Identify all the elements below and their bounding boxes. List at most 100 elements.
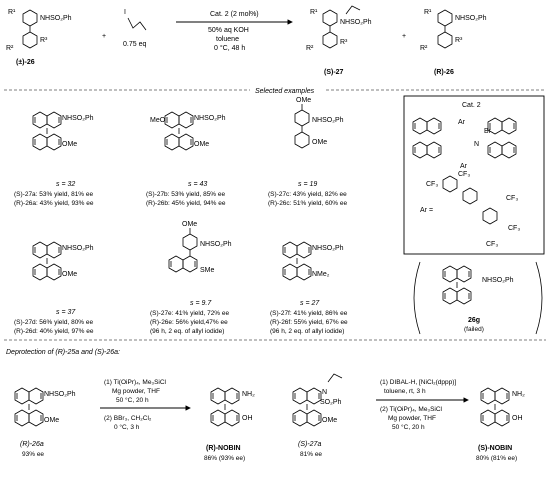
allyl-iodide: I 0.75 eq	[123, 9, 146, 48]
right-step2-line3: 50 °C, 20 h	[392, 423, 425, 431]
plus-sign-2: +	[402, 33, 406, 40]
r2-label-p2: R²	[420, 45, 428, 52]
iodo-label: I	[124, 9, 126, 16]
r2-label: R²	[6, 45, 14, 52]
n-label: N	[474, 141, 479, 148]
product2-label: (R)-26	[434, 69, 454, 76]
example-s: s = 27	[300, 300, 320, 307]
left-group: NHSO₂Ph	[44, 391, 76, 398]
right-product-yield: 80% (81% ee)	[476, 455, 517, 462]
selected-examples-title: Selected examples	[255, 88, 315, 95]
right-sm-label: (S)-27a	[298, 441, 321, 448]
r1-label: R¹	[8, 9, 16, 16]
example-sub: OMe	[62, 141, 77, 148]
example-sub: NMe₂	[312, 271, 330, 278]
example-sub: OMe	[62, 271, 77, 278]
example-sub: SMe	[200, 267, 215, 274]
r2-label-p1: R²	[306, 45, 314, 52]
ar-label-2: Ar	[460, 163, 468, 170]
example-group: NHSO₂Ph	[200, 241, 232, 248]
r3-label-p2: R³	[455, 37, 463, 44]
right-step2-line1: (2) Ti(OiPr)₄, Me₃SiCl	[380, 406, 443, 413]
reactant-26: R¹ NHSO₂Ph R² R³ (±)-26	[6, 9, 72, 66]
cf3-label-3: CF₃	[506, 195, 518, 202]
ar-label-1: Ar	[458, 119, 466, 126]
example-note: (96 h, 2 eq. of allyl iodide)	[270, 328, 344, 335]
r3-label: R³	[40, 37, 48, 44]
catalyst-box: Cat. 2 Ar Br N Ar CF₃ CF₃ CF₃ CF₃ CF₃ Ar…	[403, 95, 545, 255]
example-line1: (S)-27d: 56% yield, 80% ee	[14, 319, 94, 326]
left-step1-line2: Mg powder, THF	[112, 388, 160, 395]
example-27d: NHSO₂Ph OMe s = 37 (S)-27d: 56% yield, 8…	[14, 242, 94, 335]
example-s: s = 32	[56, 181, 75, 188]
example-line1: (S)-27b: 53% yield, 85% ee	[146, 191, 226, 198]
left-product: (R)-NOBIN	[206, 445, 241, 452]
cf3-label-5: CF₃	[486, 241, 498, 248]
example-group: NHSO₂Ph	[62, 115, 94, 122]
r1-label-p1: R¹	[310, 9, 318, 16]
failed-group: NHSO₂Ph	[482, 277, 514, 284]
example-group: NHSO₂Ph	[194, 115, 226, 122]
failed-status: (failed)	[464, 326, 484, 333]
example-27a: NHSO₂Ph OMe s = 32 (S)-27a: 53% yield, 8…	[14, 112, 94, 207]
example-line2: (R)-26f: 55% yield, 67% ee	[270, 319, 348, 326]
example-27c: OMe NHSO₂Ph OMe s = 19 (S)-27c: 43% yiel…	[268, 97, 348, 207]
deprotection-title: Deprotection of (R)-25a and (S)-26a:	[6, 349, 120, 356]
catalyst-title: Cat. 2	[462, 102, 481, 109]
nhso2ph-label-p2: NHSO₂Ph	[455, 15, 487, 22]
example-sub2: OMe	[182, 221, 197, 228]
reagent-eq: 0.75 eq	[123, 41, 146, 48]
example-line1: (S)-27a: 53% yield, 81% ee	[14, 191, 94, 198]
left-sm-label: (R)-26a	[20, 441, 44, 448]
example-group: NHSO₂Ph	[312, 245, 344, 252]
right-sm-ee: 81% ee	[300, 451, 322, 458]
cf3-label-2: CF₃	[458, 171, 470, 178]
example-27e: OMe NHSO₂Ph SMe s = 9.7 (S)-27e: 41% yie…	[150, 221, 232, 335]
product-s27: R¹ NHSO₂Ph R² R³ (S)-27	[306, 5, 372, 76]
right-product: (S)-NOBIN	[478, 445, 512, 452]
right-oh: OH	[512, 415, 523, 422]
example-27f: NHSO₂Ph NMe₂ s = 27 (S)-27f: 41% yield, …	[270, 242, 348, 335]
condition-3: 0 °C, 48 h	[214, 44, 245, 52]
condition-2: toluene	[216, 36, 239, 43]
right-nh2: NH₂	[512, 391, 525, 398]
ar-definition: Ar =	[420, 207, 433, 214]
right-so2ph: SO₂Ph	[320, 399, 342, 406]
catalyst-line: Cat. 2 (2 mol%)	[210, 11, 259, 18]
example-line2: (R)-26c: 51% yield, 60% ee	[268, 200, 348, 207]
example-sub: OMe	[194, 141, 209, 148]
right-step1-line1: (1) DIBAL-H, [NiCl₂(dppp)]	[380, 379, 456, 386]
example-26g-failed: NHSO₂Ph 26g (failed)	[413, 261, 543, 335]
example-s: s = 43	[188, 181, 207, 188]
example-group: NHSO₂Ph	[62, 245, 94, 252]
left-sm-ee: 93% ee	[22, 451, 44, 458]
failed-label: 26g	[468, 317, 480, 324]
example-group: NHSO₂Ph	[312, 117, 344, 124]
top-reaction-arrow: Cat. 2 (2 mol%) 50% aq KOH toluene 0 °C,…	[176, 11, 293, 52]
example-line2: (R)-26e: 56% yield,47% ee	[150, 319, 228, 326]
right-n: N	[322, 389, 327, 396]
left-step1-line3: 50 °C, 20 h	[116, 396, 149, 404]
example-s: s = 9.7	[190, 300, 212, 307]
r3-label-p1: R³	[340, 39, 348, 46]
example-sub2: OMe	[296, 97, 311, 104]
example-s: s = 37	[56, 309, 76, 316]
example-line1: (S)-27f: 41% yield, 86% ee	[270, 310, 348, 317]
example-note: (96 h, 2 eq. of allyl iodide)	[150, 328, 224, 335]
left-step2-line1: (2) BBr₃, CH₂Cl₂	[104, 415, 152, 422]
left-nh2: NH₂	[242, 391, 255, 398]
example-line1: (S)-27e: 41% yield, 72% ee	[150, 310, 230, 317]
right-ome: OMe	[322, 417, 337, 424]
deprotection-left: NHSO₂Ph OMe (R)-26a 93% ee (1) Ti(OiPr)₄…	[15, 379, 255, 462]
product1-label: (S)-27	[324, 69, 344, 76]
example-sub: OMe	[312, 139, 327, 146]
left-step2-line2: 0 °C, 3 h	[114, 423, 140, 431]
right-step2-line2: Mg powder, THF	[388, 415, 436, 422]
nso2ph-label-p1: NHSO₂Ph	[340, 19, 372, 26]
example-line2: (R)-26d: 40% yield, 97% ee	[14, 328, 94, 335]
cf3-label-1: CF₃	[426, 181, 438, 188]
r1-label-p2: R¹	[424, 9, 432, 16]
right-step1-line2: toluene, rt, 3 h	[384, 388, 426, 395]
example-27b: MeO NHSO₂Ph OMe s = 43 (S)-27b: 53% yiel…	[146, 112, 226, 207]
